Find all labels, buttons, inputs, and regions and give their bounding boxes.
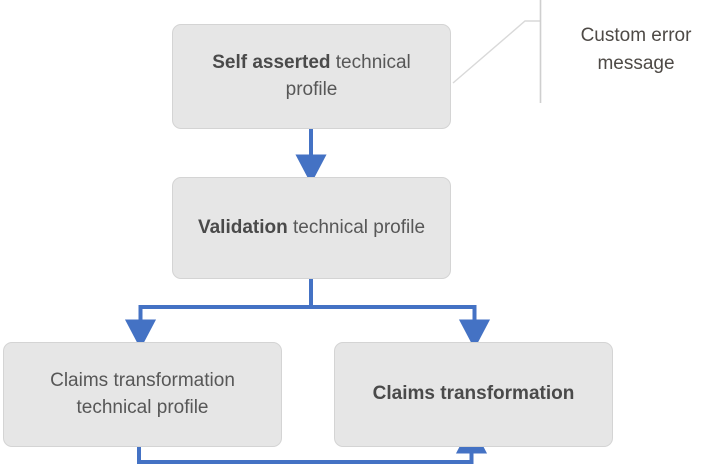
node-label: Validation technical profile xyxy=(187,215,436,242)
callout-line-2: message xyxy=(597,52,675,74)
connector-validation-branch xyxy=(124,279,491,349)
callout-line-1: Custom error xyxy=(580,25,692,46)
node-validation-technical-profile[interactable]: Validation technical profile xyxy=(172,177,451,279)
node-label-bold: Validation xyxy=(197,216,288,238)
node-label-regular: Claims transformation technical profile xyxy=(50,369,235,418)
node-claims-transformation[interactable]: Claims transformation xyxy=(334,342,613,447)
node-label-bold: Self asserted xyxy=(212,51,331,73)
node-label-regular: technical profile xyxy=(285,51,411,100)
node-claims-transformation-technical-profile[interactable]: Claims transformation technical profile xyxy=(3,342,282,447)
node-label: Self asserted technical profile xyxy=(187,50,436,104)
node-label: Claims transformation technical profile xyxy=(18,368,267,422)
callout-leader-line xyxy=(452,0,542,103)
node-label: Claims transformation xyxy=(349,381,598,408)
callout-custom-error-message: Custom error message xyxy=(556,22,716,77)
node-label-bold: Claims transformation xyxy=(372,383,575,405)
node-label-regular: technical profile xyxy=(287,216,426,238)
node-self-asserted-technical-profile[interactable]: Self asserted technical profile xyxy=(172,24,451,129)
